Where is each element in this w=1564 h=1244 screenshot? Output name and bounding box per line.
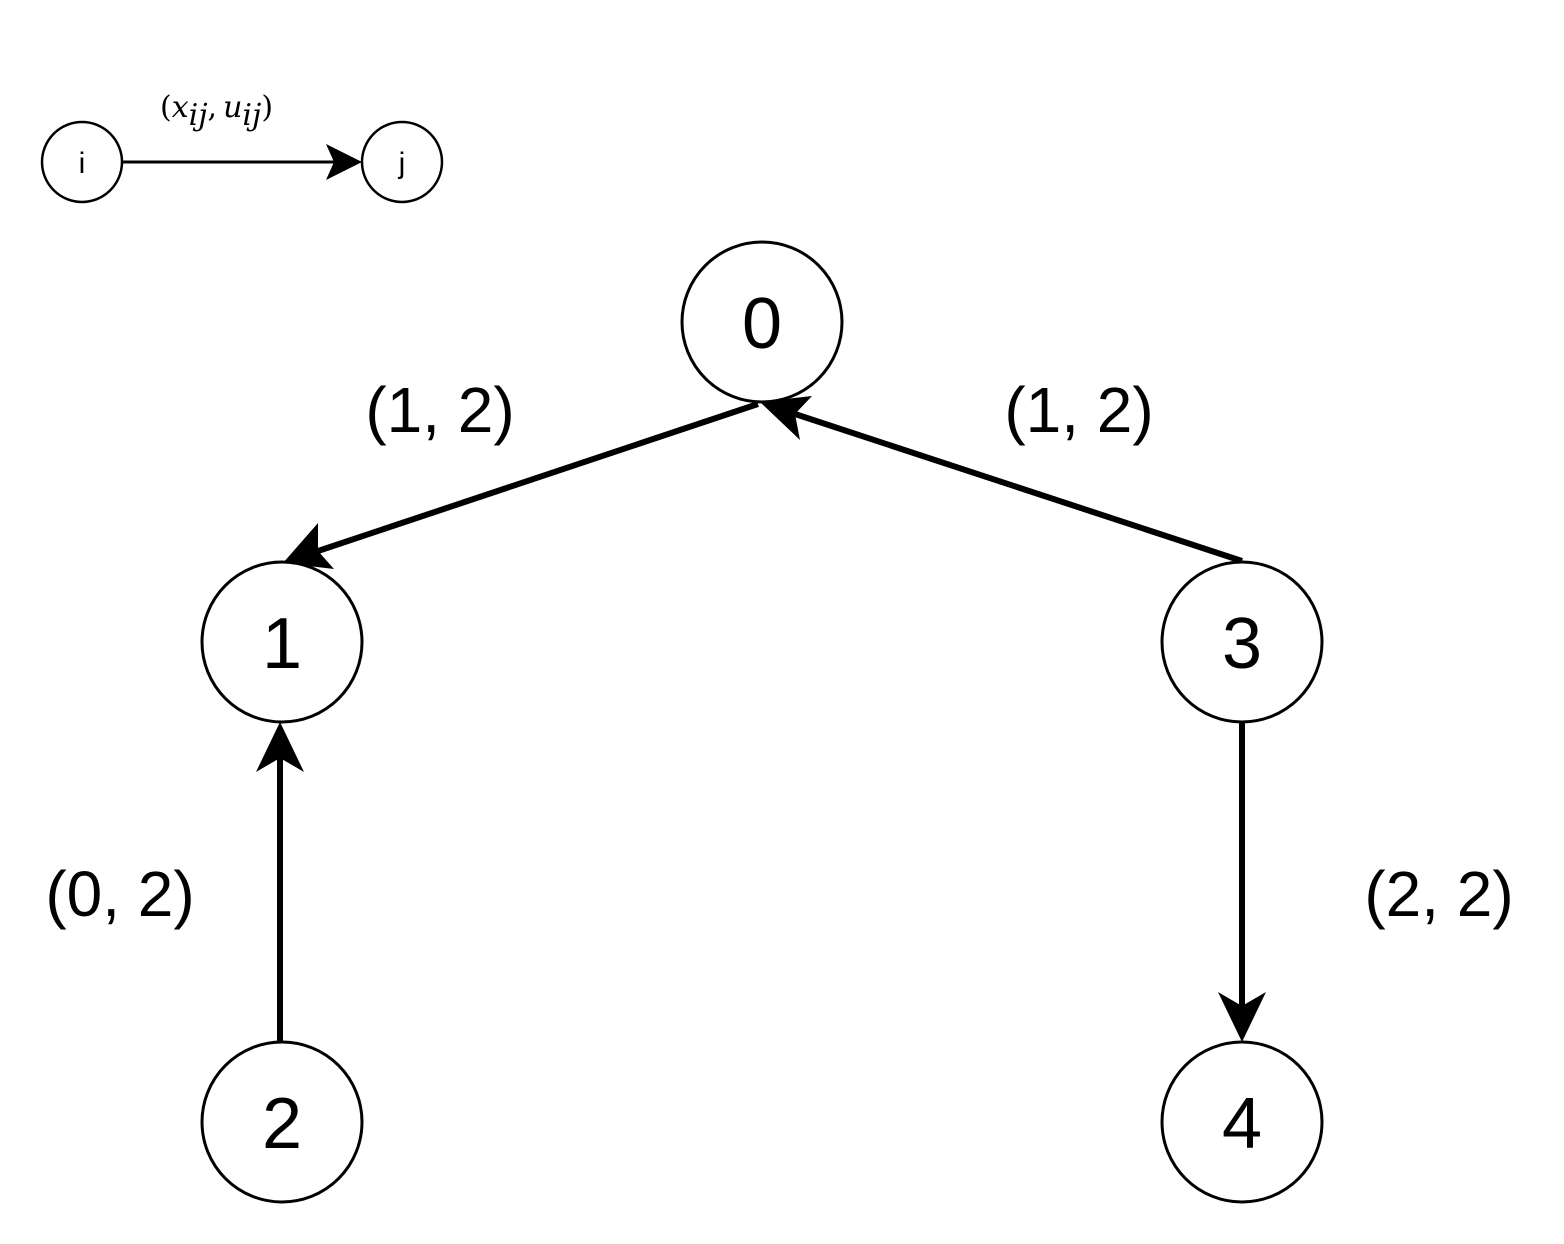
edge-0-1-line	[317, 401, 759, 554]
node-0-label: 0	[742, 284, 782, 364]
node-3: 3	[1160, 560, 1324, 724]
node-0: 0	[680, 240, 844, 404]
node-2: 2	[200, 1040, 364, 1204]
edge-2-1-label: (0, 2)	[45, 858, 194, 930]
edge-3-to-4	[1218, 722, 1266, 1042]
node-4-label: 4	[1222, 1084, 1262, 1164]
edge-3-4-arrowhead	[1218, 992, 1266, 1042]
edge-2-1-arrowhead	[256, 722, 304, 772]
legend-arrowhead	[326, 144, 362, 180]
legend-node-j-label: j	[398, 147, 406, 180]
legend-edge-label: (xij,uij)	[160, 90, 273, 133]
node-0-circle	[680, 240, 844, 404]
node-2-circle	[200, 1040, 364, 1204]
edge-3-0-label: (1, 2)	[1004, 374, 1153, 446]
edge-3-0-line	[794, 411, 1243, 564]
edge-2-to-1	[256, 722, 304, 1042]
edge-3-to-0	[760, 396, 1243, 564]
node-1: 1	[200, 560, 364, 724]
legend-node-i-label: i	[79, 147, 86, 180]
legend-node-i	[40, 120, 124, 204]
edge-0-1-label: (1, 2)	[365, 374, 514, 446]
node-3-label: 3	[1222, 604, 1262, 684]
edge-3-4-label: (2, 2)	[1364, 858, 1513, 930]
node-4: 4	[1160, 1040, 1324, 1204]
node-4-circle	[1160, 1040, 1324, 1204]
edge-0-to-1	[283, 401, 759, 569]
legend: i j (xij,uij)	[40, 90, 444, 204]
node-1-label: 1	[262, 604, 302, 684]
node-3-circle	[1160, 560, 1324, 724]
edge-0-1-arrowhead	[283, 523, 334, 569]
node-2-label: 2	[262, 1084, 302, 1164]
node-1-circle	[200, 560, 364, 724]
legend-node-j	[360, 120, 444, 204]
edge-3-0-arrowhead	[760, 396, 812, 440]
